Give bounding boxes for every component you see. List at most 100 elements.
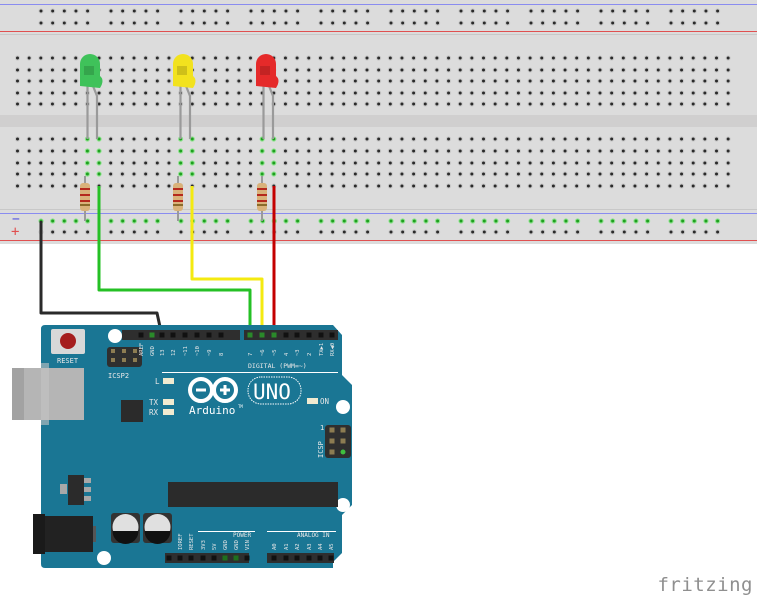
breadboard-hole[interactable] [342, 230, 346, 234]
breadboard-hole[interactable] [202, 219, 206, 223]
breadboard-hole[interactable] [436, 219, 440, 223]
breadboard-hole[interactable] [214, 79, 218, 83]
breadboard-hole[interactable] [156, 21, 160, 25]
breadboard-hole[interactable] [563, 79, 567, 83]
breadboard-hole[interactable] [249, 21, 253, 25]
breadboard-hole[interactable] [296, 219, 300, 223]
breadboard-hole[interactable] [225, 91, 229, 95]
breadboard-hole[interactable] [715, 102, 718, 106]
breadboard-hole[interactable] [74, 161, 78, 165]
breadboard-hole[interactable] [611, 21, 615, 25]
breadboard-hole[interactable] [179, 161, 183, 165]
breadboard-hole[interactable] [97, 172, 101, 176]
breadboard-hole[interactable] [237, 79, 241, 83]
breadboard-hole[interactable] [633, 79, 637, 83]
breadboard-hole[interactable] [505, 102, 509, 106]
breadboard-hole[interactable] [400, 172, 404, 176]
digital-pin-~9[interactable] [206, 332, 212, 338]
breadboard-hole[interactable] [214, 137, 218, 141]
breadboard-hole[interactable] [353, 137, 357, 141]
breadboard-hole[interactable] [470, 172, 474, 176]
breadboard-hole[interactable] [132, 184, 136, 188]
breadboard-hole[interactable] [576, 230, 580, 234]
green-wire[interactable] [97, 186, 252, 336]
breadboard-hole[interactable] [493, 184, 497, 188]
digital-pin-~3[interactable] [294, 332, 300, 338]
breadboard-hole[interactable] [447, 79, 451, 83]
breadboard-hole[interactable] [563, 68, 567, 72]
breadboard-hole[interactable] [470, 184, 474, 188]
breadboard-hole[interactable] [120, 79, 124, 83]
breadboard-hole[interactable] [295, 91, 299, 95]
breadboard-hole[interactable] [633, 102, 637, 106]
breadboard-hole[interactable] [16, 68, 19, 72]
breadboard-hole[interactable] [74, 56, 78, 60]
breadboard-hole[interactable] [493, 56, 497, 60]
breadboard-hole[interactable] [190, 149, 194, 153]
breadboard-hole[interactable] [237, 56, 241, 60]
breadboard-hole[interactable] [167, 172, 171, 176]
breadboard-hole[interactable] [144, 184, 148, 188]
breadboard-hole[interactable] [505, 149, 509, 153]
breadboard-hole[interactable] [575, 56, 579, 60]
breadboard-hole[interactable] [656, 79, 660, 83]
breadboard-hole[interactable] [155, 68, 159, 72]
breadboard-hole[interactable] [563, 161, 567, 165]
breadboard-hole[interactable] [633, 91, 637, 95]
breadboard-hole[interactable] [691, 102, 695, 106]
breadboard-hole[interactable] [668, 184, 672, 188]
breadboard-hole[interactable] [470, 68, 474, 72]
breadboard-hole[interactable] [121, 9, 125, 13]
breadboard-hole[interactable] [132, 79, 136, 83]
breadboard-hole[interactable] [353, 161, 357, 165]
breadboard-hole[interactable] [353, 56, 357, 60]
breadboard-hole[interactable] [703, 68, 707, 72]
breadboard-hole[interactable] [388, 149, 392, 153]
breadboard-hole[interactable] [50, 149, 54, 153]
breadboard-hole[interactable] [423, 149, 427, 153]
breadboard-hole[interactable] [330, 149, 334, 153]
breadboard-hole[interactable] [726, 79, 730, 83]
breadboard-hole[interactable] [576, 9, 580, 13]
breadboard-hole[interactable] [167, 102, 171, 106]
breadboard-hole[interactable] [691, 137, 695, 141]
breadboard-hole[interactable] [50, 161, 54, 165]
breadboard-hole[interactable] [482, 91, 485, 95]
breadboard-hole[interactable] [353, 68, 357, 72]
power-pin[interactable] [188, 555, 194, 561]
breadboard-hole[interactable] [318, 161, 322, 165]
breadboard-hole[interactable] [283, 149, 287, 153]
breadboard-hole[interactable] [225, 184, 229, 188]
breadboard-hole[interactable] [447, 184, 451, 188]
breadboard-hole[interactable] [412, 230, 416, 234]
breadboard-hole[interactable] [202, 79, 206, 83]
breadboard-hole[interactable] [551, 91, 555, 95]
breadboard-hole[interactable] [283, 68, 287, 72]
breadboard-hole[interactable] [516, 172, 520, 176]
breadboard-hole[interactable] [249, 9, 253, 13]
digital-pin-7[interactable] [247, 332, 253, 338]
breadboard-hole[interactable] [330, 79, 334, 83]
breadboard-hole[interactable] [610, 137, 614, 141]
breadboard-hole[interactable] [412, 68, 416, 72]
breadboard-hole[interactable] [470, 79, 474, 83]
breadboard-hole[interactable] [400, 79, 404, 83]
breadboard-hole[interactable] [575, 137, 579, 141]
breadboard-hole[interactable] [528, 91, 532, 95]
breadboard-hole[interactable] [365, 161, 369, 165]
breadboard-hole[interactable] [132, 9, 136, 13]
breadboard-hole[interactable] [482, 56, 485, 60]
breadboard-hole[interactable] [16, 137, 19, 141]
breadboard-hole[interactable] [470, 56, 474, 60]
breadboard-hole[interactable] [179, 230, 183, 234]
breadboard-hole[interactable] [494, 230, 498, 234]
breadboard-hole[interactable] [540, 149, 544, 153]
breadboard-hole[interactable] [50, 184, 54, 188]
breadboard-hole[interactable] [155, 172, 159, 176]
breadboard-hole[interactable] [598, 68, 602, 72]
breadboard-hole[interactable] [190, 102, 194, 106]
breadboard-hole[interactable] [156, 219, 160, 223]
breadboard-hole[interactable] [109, 161, 113, 165]
breadboard-hole[interactable] [646, 219, 650, 223]
breadboard-hole[interactable] [296, 9, 300, 13]
